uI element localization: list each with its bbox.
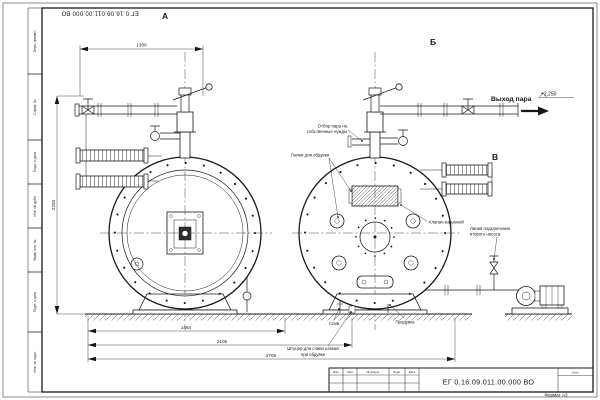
boiler-front-view [74,83,262,315]
dim-value: 2250 [51,199,56,210]
stamp-label: Справ. № [33,99,37,115]
callouts: Выход пара +2,250 Отбор пара на собствен… [287,92,574,357]
handholes [329,213,421,271]
safety-valve-right [362,83,403,159]
riser-side-valve [380,129,408,146]
drain-fitting [337,301,343,313]
elevation-value: +2,250 [541,92,557,98]
title-block: Изм. Лист № докум. Подп. Дата ЕГ 0.16.09… [328,367,594,393]
stamp-label: Инв. № подл. [33,351,37,372]
tb-col-list: Лист [347,370,354,374]
safety-valve-lever [362,85,402,101]
steam-outlet-pipe [380,98,549,117]
front-saddle-support [132,293,238,315]
tb-col-doc: № докум. [366,370,379,374]
gauge-fitting [356,275,394,289]
title-block-doc-number: ЕГ 0.16.09.011.00.000 ВО [443,378,535,387]
own-needs-takeoff [347,135,370,148]
burner-mount [166,211,204,255]
safety-valve-weight [205,83,213,91]
callout-drain: Слив [329,321,340,326]
dimension-bottom-3: 2705 [88,318,456,362]
steam-manifold-left [74,98,177,117]
steam-outlet-arrow [521,106,549,116]
tb-sheet-label: Лист [572,371,579,375]
feed-pump [511,285,569,315]
front-drain-stub [242,277,252,312]
center-port [355,217,395,257]
ground-hatch [505,314,572,321]
view-label-b: Б [430,37,436,47]
safety-valve-weight [395,83,403,91]
tb-col-izm: Изм. [333,370,340,374]
view-label-v: В [492,152,498,162]
front-door-inner-ring [126,174,244,292]
sight-port [130,257,144,271]
tb-col-sign: Подп. [393,370,401,374]
outlet-valve [461,98,475,115]
stamp-label: Подп. и дата [33,152,37,172]
stamp-label: Перв. примен. [33,30,37,53]
callout-sludge: при обдувке [301,352,326,357]
safety-valve-left [172,83,213,159]
dim-value: 2105 [217,339,228,344]
manifold-valve [81,98,95,115]
view-label-a: А [162,11,168,21]
margin-stamp-column: Перв. примен. Справ. № Подп. и дата Инв.… [27,7,43,393]
dimensions: 1300 2250 1464 2105 2705 [51,43,456,362]
rear-bolt-ring [304,162,446,304]
callout-sludge: Штуцер для слива шлама [287,346,339,351]
margin-stamp [27,331,43,393]
sludge-fitting [348,305,356,314]
explosion-valve-hatch [348,185,402,207]
stamp-label: Инв. № дубл. [33,195,37,216]
tb-col-date: Дата [409,370,416,374]
callout-explosion-valve: Клапан взрывной [429,220,464,225]
stamp-label: Подп. и дата [33,292,37,312]
pump-volute [516,286,536,306]
boiler-rear-view [298,83,452,315]
callout-blow-hatches: Лючки для обдувки [291,153,330,158]
callout-own-needs: Отбор пара на [318,124,348,129]
dimension-left: 2250 [51,95,85,315]
safety-valve-lever [172,85,212,101]
front-door-ring [121,169,249,297]
dimension-top: 1300 [79,43,204,96]
ground-hatch [85,314,472,321]
dimension-bottom-1: 1464 [87,316,286,362]
callout-pump-line: второго насоса [470,232,501,237]
callout-blowdown: Продувка [395,320,415,325]
dimension-bottom-2: 2105 [88,318,353,348]
left-takeoff-valve [150,125,180,141]
pump-line-valve [489,255,499,290]
ground-line [85,313,572,321]
water-columns-left [75,114,162,190]
elevation-mark: +2,250 [538,92,574,98]
front-bolt-ring [114,162,256,304]
pump-line [425,255,519,295]
right-headers [420,162,493,197]
callout-own-needs: собственные нужды [307,129,347,134]
callout-pump-line: Линия подключения [470,226,511,231]
dim-value: 1464 [181,325,192,330]
dim-value: 2705 [266,353,277,358]
callout-steam-out: Выход пара [491,96,532,103]
stamp-label: Взам. инв. № [33,239,37,260]
dim-value: 1300 [136,43,147,48]
mirrored-doc-number: ЕГ 0.16.09.011.00.000 ВО [61,10,139,16]
format-label: Формат А3 [544,393,568,398]
